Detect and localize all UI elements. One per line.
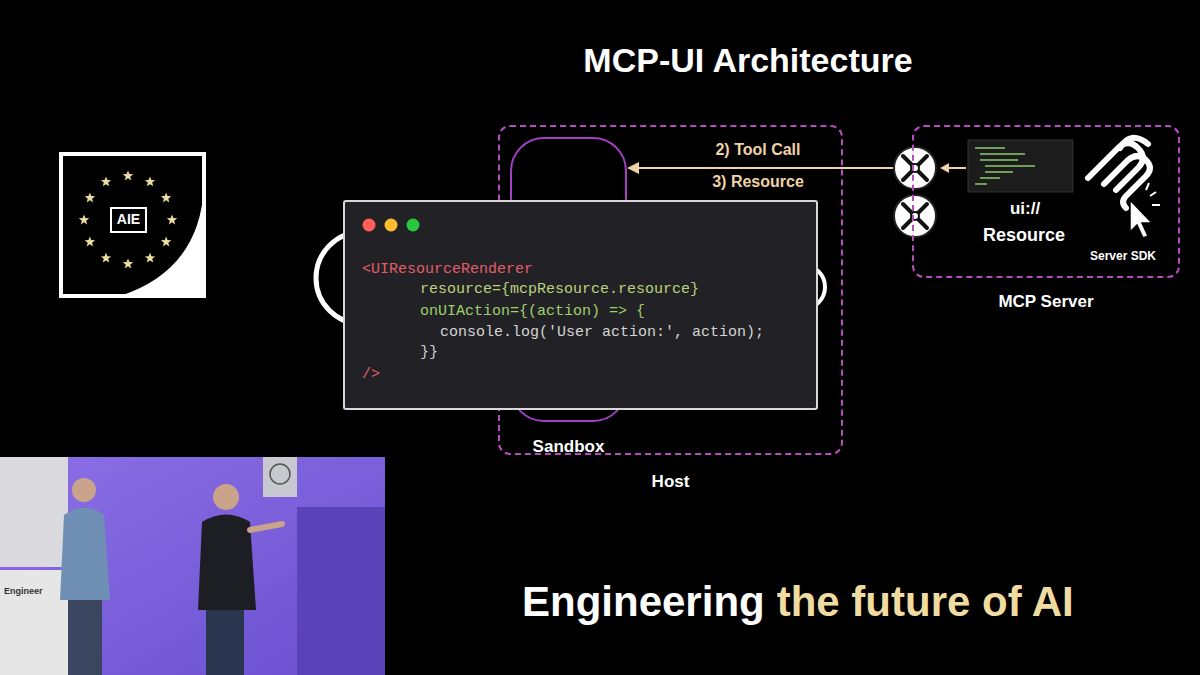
star (101, 253, 111, 263)
arrowhead (627, 162, 639, 174)
podium-text: Engineer (4, 586, 43, 597)
edge-label: 2) Tool Call (715, 140, 800, 159)
mcp-logo (1088, 138, 1150, 208)
arrow-line (638, 167, 912, 169)
slide-title: MCP-UI Architecture (583, 40, 912, 81)
code-thumbnail (968, 140, 1073, 192)
video-inset (0, 457, 385, 675)
star (161, 193, 171, 203)
star (167, 215, 177, 225)
code-line: resource={mcpResource.resource} (420, 281, 699, 299)
aie-logo (61, 154, 204, 296)
cursor-icon (1130, 200, 1152, 238)
star (123, 171, 133, 181)
code-line: <UIResourceRenderer (362, 261, 533, 279)
tool-icon (894, 195, 936, 237)
star (123, 259, 133, 269)
maximize-dot (407, 219, 420, 232)
star (85, 193, 95, 203)
code-window: <UIResourceRenderer resource={mcpResource… (343, 200, 818, 410)
box-label: Sandbox (512, 437, 625, 457)
traffic-lights (357, 211, 437, 241)
resource-label: Resource (983, 225, 1065, 247)
star (161, 237, 171, 247)
small-arrowhead (940, 163, 949, 173)
star (101, 176, 111, 186)
star (79, 215, 89, 225)
code-line: /> (362, 366, 380, 384)
box-label: Host (500, 472, 841, 492)
code-line: console.log('User action:', action); (440, 324, 764, 342)
star (85, 237, 95, 247)
minimize-dot (385, 219, 398, 232)
close-dot (363, 219, 376, 232)
tool-call-arrow (627, 162, 912, 174)
tool-icon (894, 147, 936, 189)
uri-scheme: ui:// (1010, 199, 1040, 219)
code-line: onUIAction={(action) => { (420, 303, 645, 321)
code-line: }} (420, 344, 438, 362)
box-label: MCP Server (914, 292, 1178, 312)
sdk-label: Server SDK (1090, 249, 1156, 263)
tagline: Engineering (522, 577, 765, 627)
star (145, 253, 155, 263)
arrow-label: 3) Resource (712, 172, 804, 191)
logo-text: AIE (117, 211, 140, 228)
click-marks (1146, 183, 1160, 205)
star (145, 176, 155, 186)
tagline-highlight: the future of AI (777, 577, 1074, 627)
